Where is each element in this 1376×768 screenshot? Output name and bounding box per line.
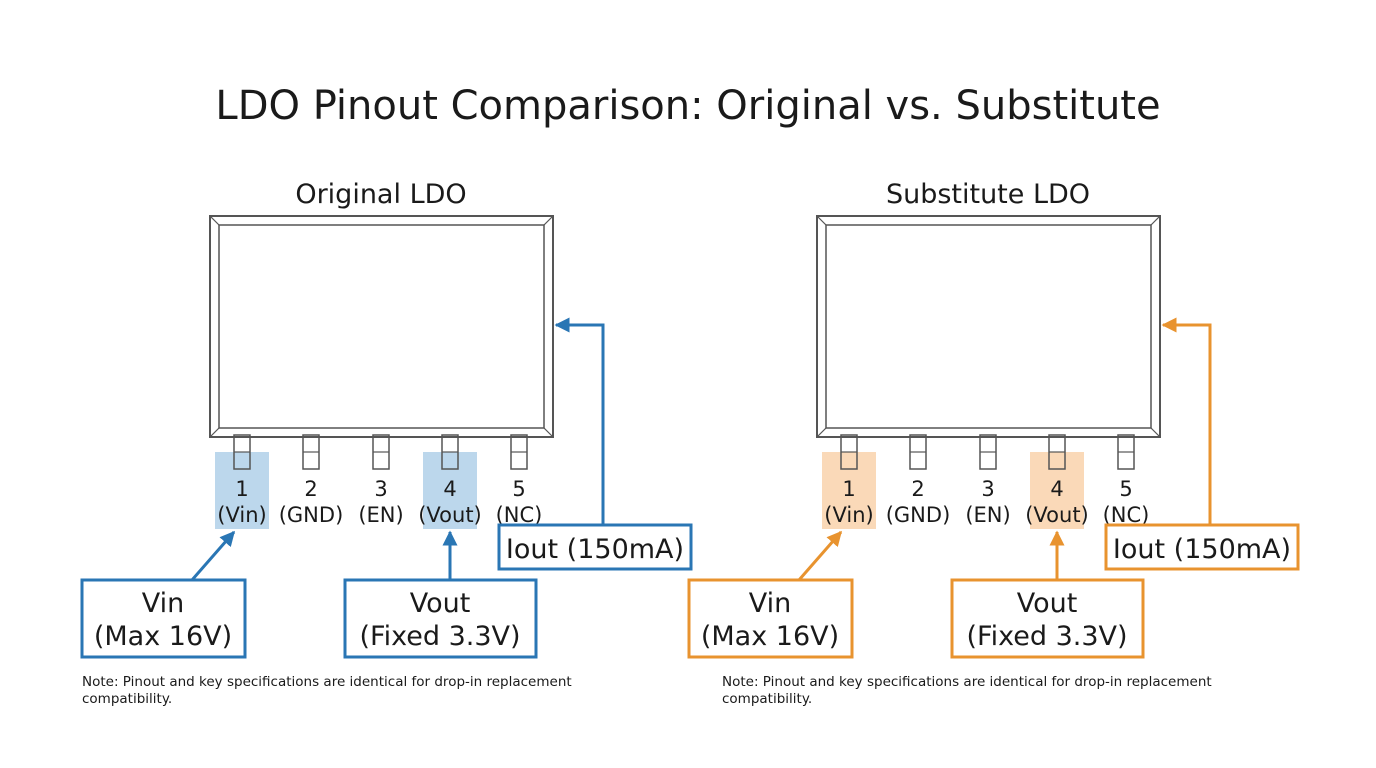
original-pin-2-name: (GND) xyxy=(279,503,344,527)
original-vout-callout-box xyxy=(343,578,538,659)
diagram-title: LDO Pinout Comparison: Original vs. Subs… xyxy=(215,83,1160,129)
original-iout-callout-box xyxy=(497,523,693,571)
original-package-body xyxy=(209,215,554,438)
original-pin-3-name: (EN) xyxy=(358,503,403,527)
original-pin-1-name: (Vin) xyxy=(217,503,266,527)
note-original: Note: Pinout and key specifications are … xyxy=(82,674,572,707)
substitute-pin-4-number: 4 xyxy=(1050,477,1063,501)
substitute-bevel-3 xyxy=(1150,427,1161,438)
original-vin-callout-line2: (Max 16V) xyxy=(94,621,232,652)
original-pin-3-number: 3 xyxy=(374,477,387,501)
original-pin-4-highlight xyxy=(423,452,477,529)
substitute-ldo-heading: Substitute LDO xyxy=(886,179,1090,210)
substitute-pin-5-name: (NC) xyxy=(1103,503,1150,527)
substitute-pin-5-number: 5 xyxy=(1119,477,1132,501)
original-vout-callout-line2: (Fixed 3.3V) xyxy=(359,621,520,652)
substitute-pin-1-highlight xyxy=(822,452,876,529)
substitute-vin-callout-box xyxy=(687,578,854,659)
original-iout-arrow xyxy=(554,317,605,525)
substitute-vout-callout-line2: (Fixed 3.3V) xyxy=(966,621,1127,652)
original-bevel-1 xyxy=(543,215,554,226)
substitute-vin-arrow xyxy=(797,530,843,581)
original-package-inner xyxy=(218,224,545,429)
substitute-pin-2-name: (GND) xyxy=(886,503,951,527)
substitute-iout-callout-label: Iout (150mA) xyxy=(1113,534,1291,565)
original-ldo-heading: Original LDO xyxy=(295,179,466,210)
original-bevel-2 xyxy=(209,427,220,438)
note-substitute: Note: Pinout and key specifications are … xyxy=(722,674,1212,707)
original-pin-4-name: (Vout) xyxy=(418,503,482,527)
original-vin-arrow xyxy=(190,530,236,581)
substitute-vout-callout-line1: Vout xyxy=(1017,588,1078,619)
original-pin-1-highlight xyxy=(215,452,269,529)
original-pin-5-name: (NC) xyxy=(496,503,543,527)
substitute-vout-callout-box xyxy=(950,578,1145,659)
substitute-bevel-1 xyxy=(1150,215,1161,226)
substitute-pin-2-number: 2 xyxy=(911,477,924,501)
original-ldo-panel: Original LDO 1(Vin) 2(GND) 3(EN) 4(Vout) 5(NC… xyxy=(80,179,693,659)
original-bevel-3 xyxy=(543,427,554,438)
original-bevel-0 xyxy=(209,215,220,226)
substitute-pin-4-highlight xyxy=(1030,452,1084,529)
substitute-vin-callout-line2: (Max 16V) xyxy=(701,621,839,652)
substitute-pin-1-name: (Vin) xyxy=(824,503,873,527)
substitute-pin-3-name: (EN) xyxy=(965,503,1010,527)
substitute-pin-4-name: (Vout) xyxy=(1025,503,1089,527)
original-vout-callout-line1: Vout xyxy=(410,588,471,619)
original-vin-callout-box xyxy=(80,578,247,659)
substitute-iout-arrow xyxy=(1161,317,1212,525)
substitute-pin-1-number: 1 xyxy=(842,477,855,501)
substitute-bevel-2 xyxy=(816,427,827,438)
substitute-ldo-panel: Substitute LDO1(Vin)2(GND)3(EN)4(Vout)5(… xyxy=(687,179,1300,659)
substitute-iout-callout-box xyxy=(1104,523,1300,571)
substitute-package-body xyxy=(816,215,1161,438)
substitute-pin-3-number: 3 xyxy=(981,477,994,501)
substitute-vin-callout-line1: Vin xyxy=(749,588,792,619)
substitute-bevel-0 xyxy=(816,215,827,226)
original-pin-5-number: 5 xyxy=(512,477,525,501)
original-pin-1-number: 1 xyxy=(235,477,248,501)
original-vin-callout-line1: Vin xyxy=(142,588,185,619)
original-pin-4-number: 4 xyxy=(443,477,456,501)
original-pin-2-number: 2 xyxy=(304,477,317,501)
original-iout-callout-label: Iout (150mA) xyxy=(506,534,684,565)
substitute-package-inner xyxy=(825,224,1152,429)
